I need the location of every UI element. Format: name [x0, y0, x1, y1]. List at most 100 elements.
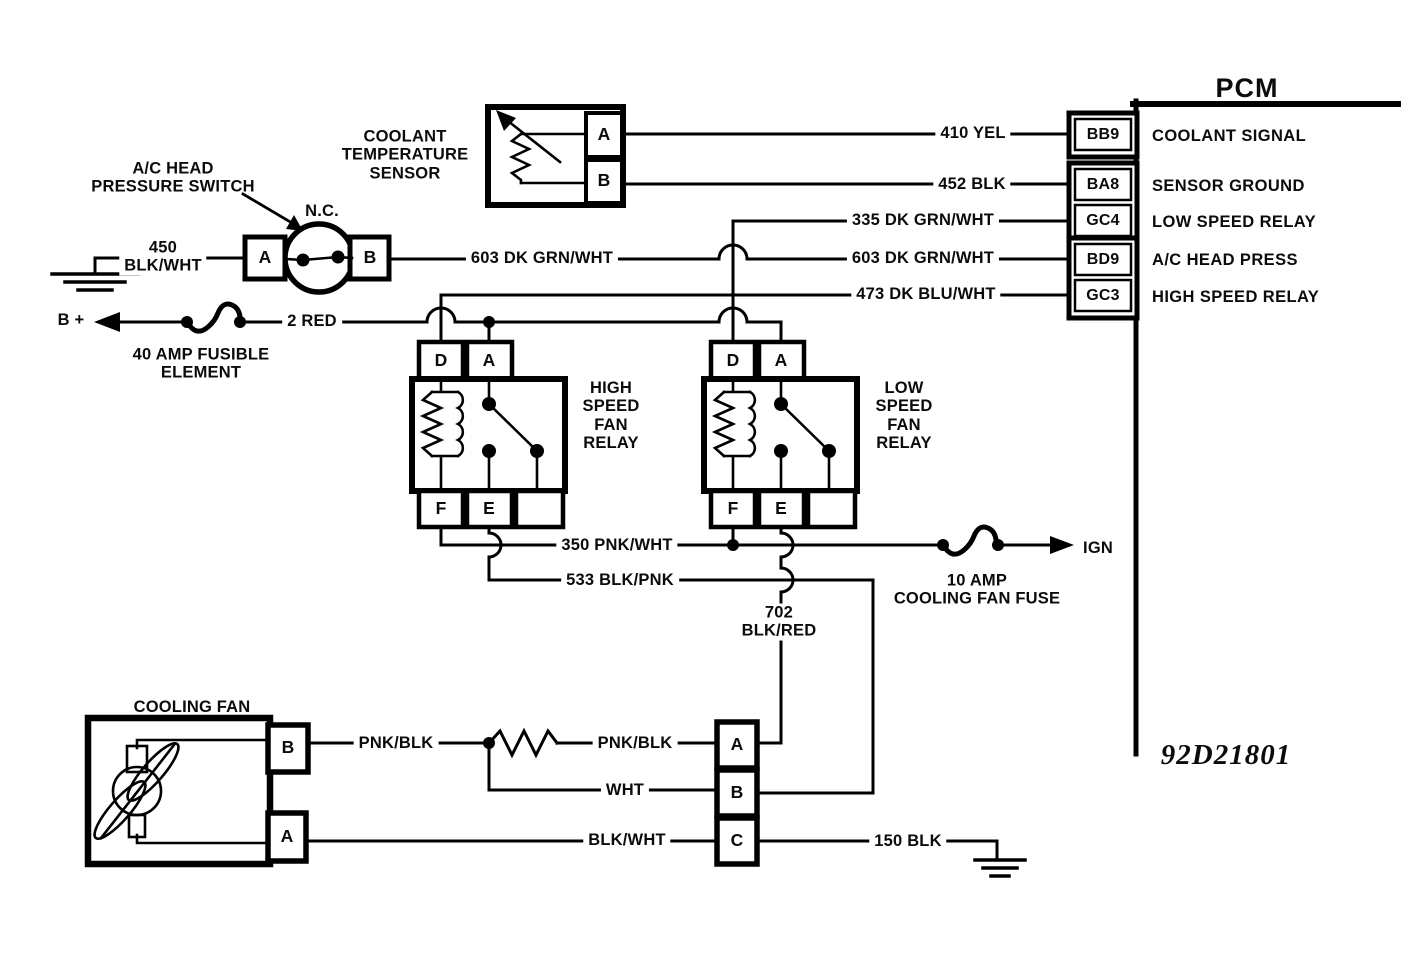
- ls-contact-arm: [822, 444, 836, 458]
- junction-350: [727, 539, 739, 551]
- thermistor-zigzag: [508, 132, 533, 185]
- cooling-fan-box: [84, 714, 274, 868]
- thermistor-arrow: [506, 119, 562, 164]
- hs-contact-arm: [530, 444, 544, 458]
- coolant-sensor-pin-b-box: [584, 158, 624, 205]
- wire-label-150-blk: 150 BLK: [869, 831, 947, 851]
- hs-relay-label: HIGH SPEED FAN RELAY: [582, 379, 640, 453]
- hs-contact-no: [482, 444, 496, 458]
- fusible-element-label: 40 AMP FUSIBLE ELEMENT: [132, 345, 270, 382]
- fusible-dot-left: [181, 316, 193, 328]
- wire-label-2-red: 2 RED: [282, 311, 342, 331]
- ls-contact-no: [774, 444, 788, 458]
- ls-relay-pin-d-box: [708, 339, 758, 382]
- wire-label-473-dk-blu-wht: 473 DK BLU/WHT: [851, 284, 1001, 304]
- hs-relay-pin-a: A: [482, 350, 496, 371]
- junction-2red-highrelay: [483, 316, 495, 328]
- ground-symbol-right: [973, 858, 1027, 878]
- pcm-pin-label-low-speed-relay: LOW SPEED RELAY: [1152, 212, 1316, 231]
- ls-contact-common: [774, 397, 788, 411]
- connector-pin-a: A: [730, 734, 744, 755]
- hs-relay-coil-zigzag: [419, 390, 445, 458]
- fan-pin-b-box: [265, 722, 311, 775]
- bplus-label: B +: [57, 310, 85, 329]
- ac-switch-label: A/C HEAD PRESSURE SWITCH: [91, 159, 255, 196]
- fan-pin-a-box: [265, 810, 309, 864]
- wire-label-603-dk-grn-wht-left: 603 DK GRN/WHT: [465, 248, 619, 268]
- switch-pointer-arrow: [241, 192, 294, 225]
- wire-533-blk-pnk: [487, 525, 875, 795]
- bplus-arrowhead: [94, 312, 120, 332]
- ac-switch-pin-b: B: [363, 247, 377, 268]
- connector-pin-c-box: [714, 815, 760, 867]
- pcm-pin-label-ac-head-press: A/C HEAD PRESS: [1152, 250, 1298, 269]
- wire-label-410-yel: 410 YEL: [935, 123, 1011, 143]
- hs-relay-pin-d-box: [416, 339, 466, 382]
- connector-pin-b: B: [730, 782, 744, 803]
- wire-label-blk-wht: BLK/WHT: [583, 830, 671, 850]
- wire-label-wht: WHT: [600, 780, 650, 800]
- ls-relay-pin-blank-box: [805, 488, 858, 530]
- cooling-fan-fuse-label: 10 AMP COOLING FAN FUSE: [893, 571, 1061, 608]
- switch-pointer-arrowhead: [286, 215, 303, 231]
- wire-label-702-blk-red: 702 BLK/RED: [736, 603, 822, 641]
- ls-relay-pin-e: E: [775, 498, 787, 519]
- figure-number: 92D21801: [1160, 738, 1292, 771]
- fan-motor-circle: [111, 765, 163, 817]
- sensor-pin-a: A: [597, 124, 611, 145]
- wire-label-350-pnk-wht: 350 PNK/WHT: [556, 535, 678, 555]
- wire-150-blk: [755, 839, 999, 861]
- hs-relay-pin-blank-box: [513, 488, 566, 530]
- fan-blade-axis: [99, 743, 176, 840]
- cooling-fan-label: COOLING FAN: [133, 697, 251, 716]
- ign-label: IGN: [1083, 538, 1113, 557]
- pcm-pin-label-coolant-signal: COOLANT SIGNAL: [1152, 126, 1307, 145]
- pcm-pin-id-bb9: BB9: [1086, 126, 1120, 144]
- switch-contact-dot-left: [296, 253, 310, 267]
- pcm-pin-id-gc3: GC3: [1086, 287, 1120, 305]
- ls-relay-coil-loops: [747, 390, 757, 458]
- ls-relay-pin-a: A: [774, 350, 788, 371]
- pcm-pin-bd9: [1073, 242, 1133, 277]
- pcm-pin-id-gc4: GC4: [1086, 212, 1120, 230]
- wire-702-blk-red: [755, 525, 795, 745]
- fusible-dot-right: [234, 316, 246, 328]
- ground-symbol-left: [50, 272, 140, 292]
- fan-blade-upper: [126, 742, 180, 802]
- pcm-pin-bb9: [1073, 117, 1133, 152]
- coolant-sensor-label: COOLANT TEMPERATURE SENSOR: [341, 127, 469, 183]
- wire-label-603-dk-grn-wht-right: 603 DK GRN/WHT: [846, 248, 1000, 268]
- ign-arrowhead: [1050, 536, 1074, 554]
- hs-contact-common: [482, 397, 496, 411]
- coolant-sensor-pin-a-box: [584, 111, 624, 159]
- fan-motor-terminal-top: [125, 744, 149, 774]
- fuse-dot-left: [937, 539, 949, 551]
- ac-switch-state: N.C.: [305, 201, 339, 220]
- wire-label-450-blk-wht: 450 BLK/WHT: [119, 238, 207, 276]
- pcm-title: PCM: [1215, 72, 1279, 103]
- switch-pin-a-box: [242, 234, 288, 282]
- ls-relay-pin-f: F: [727, 498, 739, 519]
- hs-relay-pin-f: F: [435, 498, 447, 519]
- switch-contact-line: [285, 255, 354, 262]
- wire-335-dk-grn-wht: [731, 219, 1075, 344]
- ls-relay-pin-e-box: [756, 488, 807, 530]
- wire-603-dk-grn-wht: [386, 243, 1075, 261]
- pcm-pin-ba8: [1073, 167, 1133, 202]
- ac-switch-pin-a: A: [258, 247, 272, 268]
- hs-relay-coil-loops: [455, 390, 465, 458]
- fuse-symbol: [940, 524, 999, 557]
- pcm-pin-label-sensor-ground: SENSOR GROUND: [1152, 176, 1305, 195]
- resistor-symbol: [486, 727, 560, 759]
- hs-relay-pin-e: E: [483, 498, 495, 519]
- wire-label-pnk-blk-left: PNK/BLK: [353, 733, 439, 753]
- ls-relay-pin-d: D: [726, 350, 740, 371]
- wire-350-pnk-wht: [439, 525, 942, 547]
- pcm-pin-gc3: [1073, 278, 1133, 313]
- sensor-pin-b: B: [597, 170, 611, 191]
- ls-relay-coil-zigzag: [711, 390, 737, 458]
- fusible-element-symbol: [184, 301, 243, 334]
- connector-pin-c: C: [730, 830, 744, 851]
